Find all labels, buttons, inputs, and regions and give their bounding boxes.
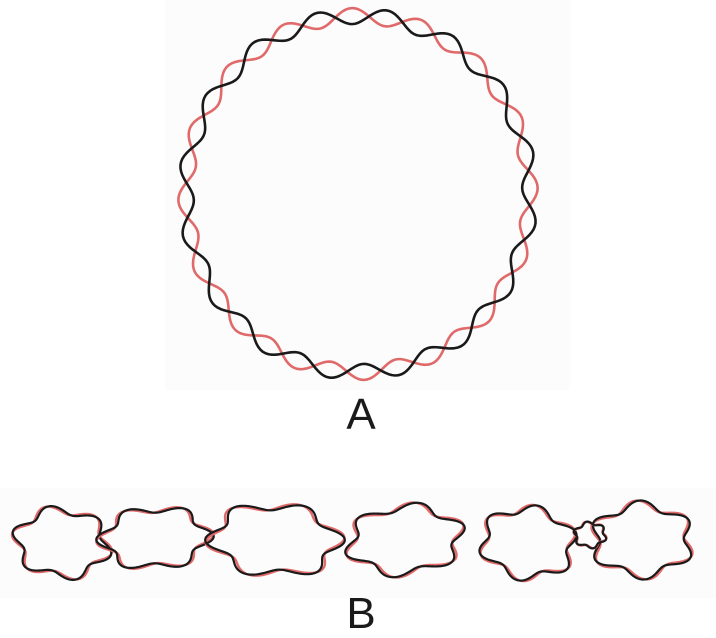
panel-b-dna-chain — [12, 500, 692, 581]
ring-strand-red — [481, 505, 576, 581]
label-a: A — [331, 393, 391, 437]
ring-strand-red — [206, 504, 345, 575]
ring-strand-black — [96, 508, 213, 568]
ring-strand-red — [96, 507, 213, 568]
strand-black — [180, 10, 535, 377]
panel-a-circular-dna — [178, 8, 537, 380]
strand-red — [178, 8, 537, 380]
label-b: B — [331, 592, 391, 636]
ring-strand-black — [345, 503, 465, 577]
ring-strand-black — [479, 505, 576, 580]
